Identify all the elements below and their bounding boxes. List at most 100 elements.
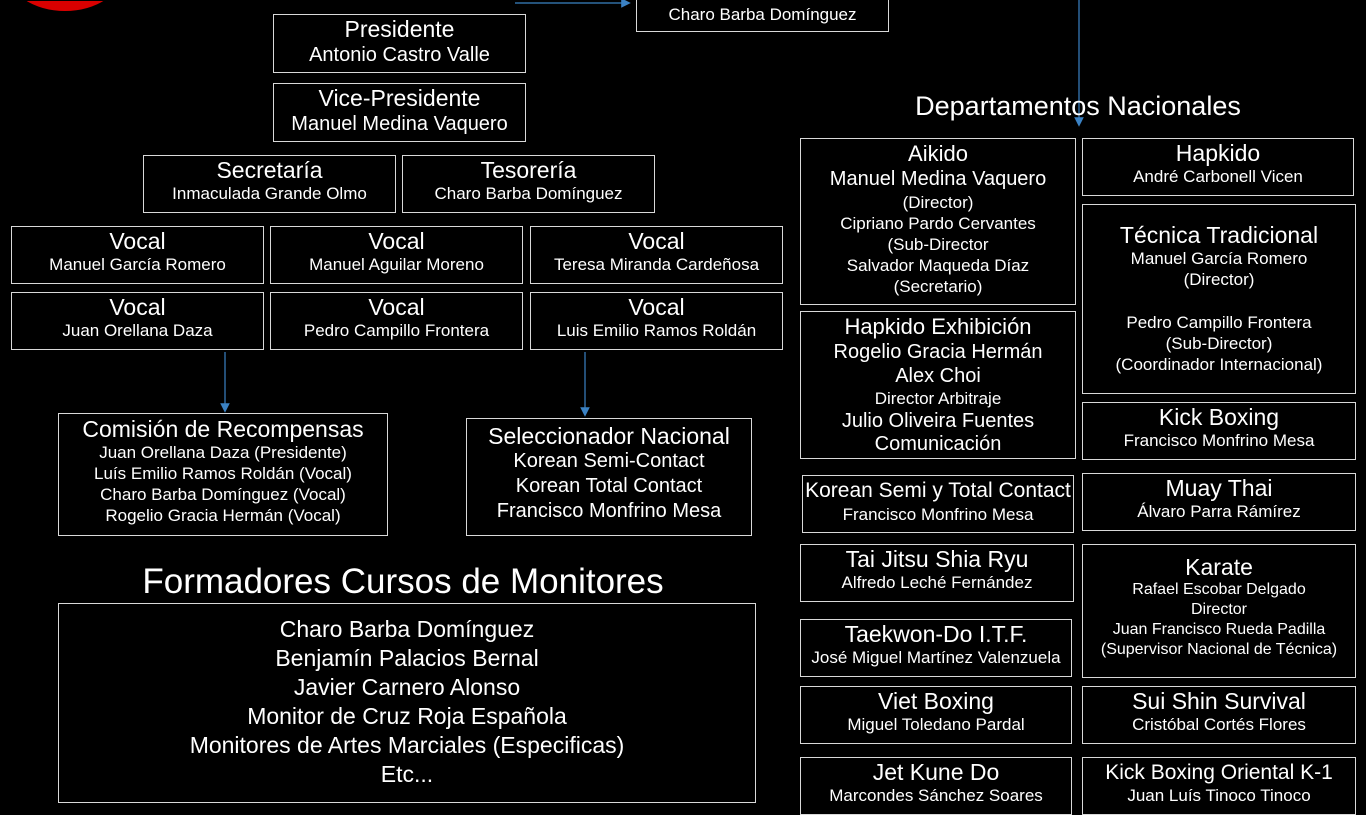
dept-line: Cipriano Pardo Cervantes [840, 214, 1036, 233]
vocal-title: Vocal [109, 228, 166, 254]
vocal-name: Manuel García Romero [49, 255, 226, 274]
dept-hapkido-box: Hapkido André Carbonell Vicen [1082, 138, 1354, 196]
seleccionador-line: Korean Total Contact [515, 475, 703, 497]
vocal-title: Vocal [368, 294, 425, 320]
comision-line: Juan Orellana Daza (Presidente) [99, 443, 347, 462]
formadores-line: Monitores de Artes Marciales (Especifica… [189, 732, 625, 758]
dept-line: Alex Choi [895, 365, 981, 387]
formadores-box: Charo Barba Domínguez Benjamín Palacios … [58, 603, 756, 803]
dept-line: Salvador Maqueda Díaz [846, 256, 1030, 275]
dept-line: (Director) [902, 193, 974, 212]
dept-name: Miguel Toledano Pardal [847, 715, 1025, 734]
dept-line: (Secretario) [893, 277, 983, 296]
dept-title: Kick Boxing Oriental K-1 [1105, 761, 1333, 784]
formadores-line: Javier Carnero Alonso [293, 674, 521, 700]
dept-line: Manuel García Romero [1130, 249, 1308, 268]
dept-tai-jitsu-box: Tai Jitsu Shia Ryu Alfredo Leché Fernánd… [800, 544, 1074, 602]
dept-line: (Supervisor Nacional de Técnica) [1100, 641, 1338, 658]
dept-hapkido-exhibicion-box: Hapkido Exhibición Rogelio Gracia Hermán… [800, 311, 1076, 459]
vocal-box: Vocal Pedro Campillo Frontera [270, 292, 523, 350]
vocal-title: Vocal [368, 228, 425, 254]
dept-name: Alfredo Leché Fernández [841, 573, 1033, 592]
dept-title: Tai Jitsu Shia Ryu [845, 546, 1029, 572]
dept-line: Juan Francisco Rueda Padilla [1112, 621, 1326, 638]
dept-title: Muay Thai [1165, 475, 1273, 501]
dept-title: Aikido [908, 141, 968, 166]
presidente-box: Presidente Antonio Castro Valle [273, 14, 526, 73]
seleccionador-line: Korean Semi-Contact [513, 450, 705, 472]
dept-taekwondo-box: Taekwon-Do I.T.F. José Miguel Martínez V… [800, 619, 1072, 677]
dept-muay-thai-box: Muay Thai Álvaro Parra Rámírez [1082, 473, 1356, 531]
dept-name: Marcondes Sánchez Soares [829, 786, 1043, 805]
dept-title: Jet Kune Do [872, 759, 1000, 785]
tesoreria-name: Charo Barba Domínguez [434, 184, 623, 203]
dept-line: (Director) [1183, 270, 1255, 289]
vocal-box: Vocal Manuel García Romero [11, 226, 264, 284]
dept-line: Manuel Medina Vaquero [829, 168, 1047, 190]
dept-title: Karate [1185, 554, 1253, 580]
dept-line: (Sub-Director [887, 235, 989, 254]
dept-name: Cristóbal Cortés Flores [1132, 715, 1306, 734]
comision-line: Charo Barba Domínguez (Vocal) [100, 485, 346, 504]
seleccionador-box: Seleccionador Nacional Korean Semi-Conta… [466, 418, 752, 536]
dept-line: Comunicación [874, 433, 1002, 455]
dept-name: André Carbonell Vicen [1133, 167, 1303, 186]
comision-line: Rogelio Gracia Hermán (Vocal) [105, 506, 341, 525]
vocal-name: Pedro Campillo Frontera [303, 321, 490, 340]
dept-sui-shin-box: Sui Shin Survival Cristóbal Cortés Flore… [1082, 686, 1356, 744]
comision-line: Luís Emilio Ramos Roldán (Vocal) [94, 464, 352, 483]
top-box-name: Charo Barba Domínguez [668, 5, 857, 24]
dept-karate-box: Karate Rafael Escobar Delgado Director J… [1082, 544, 1356, 678]
dept-title: Hapkido Exhibición [844, 314, 1032, 339]
dept-title: Sui Shin Survival [1132, 688, 1306, 714]
comision-box: Comisión de Recompensas Juan Orellana Da… [58, 413, 388, 536]
dept-line: Julio Oliveira Fuentes [841, 410, 1035, 432]
dept-kick-boxing-oriental-box: Kick Boxing Oriental K-1 Juan Luís Tinoc… [1082, 757, 1356, 815]
dept-title: Viet Boxing [878, 688, 994, 714]
dept-jet-kune-do-box: Jet Kune Do Marcondes Sánchez Soares [800, 757, 1072, 815]
dept-name: Juan Luís Tinoco Tinoco [1127, 786, 1311, 805]
dept-name: Francisco Monfrino Mesa [842, 505, 1034, 524]
vocal-name: Juan Orellana Daza [62, 321, 213, 340]
formadores-line: Etc... [380, 761, 434, 787]
dept-line: (Sub-Director) [1165, 334, 1273, 353]
dept-line: Rogelio Gracia Hermán [833, 341, 1043, 363]
vocal-name: Teresa Miranda Cardeñosa [553, 255, 760, 274]
vicepresidente-title: Vice-Presidente [318, 85, 481, 111]
vocal-box: Vocal Teresa Miranda Cardeñosa [530, 226, 783, 284]
dept-title: Kick Boxing [1158, 404, 1280, 430]
vocal-title: Vocal [628, 228, 685, 254]
presidente-title: Presidente [344, 16, 455, 42]
dept-kick-boxing-box: Kick Boxing Francisco Monfrino Mesa [1082, 402, 1356, 460]
dept-line: Director Arbitraje [874, 389, 1002, 408]
secretaria-name: Inmaculada Grande Olmo [172, 184, 367, 203]
secretaria-box: Secretaría Inmaculada Grande Olmo [143, 155, 396, 213]
federation-logo [0, 0, 130, 12]
vocal-box: Vocal Luis Emilio Ramos Roldán [530, 292, 783, 350]
dept-title: Korean Semi y Total Contact [805, 479, 1071, 502]
presidente-name: Antonio Castro Valle [309, 44, 490, 66]
formadores-line: Monitor de Cruz Roja Española [247, 703, 567, 729]
dept-name: Álvaro Parra Rámírez [1137, 502, 1301, 521]
vicepresidente-name: Manuel Medina Vaquero [291, 113, 508, 135]
tesoreria-box: Tesorería Charo Barba Domínguez [402, 155, 655, 213]
comision-title: Comisión de Recompensas [82, 416, 364, 442]
dept-viet-boxing-box: Viet Boxing Miguel Toledano Pardal [800, 686, 1072, 744]
vocal-box: Vocal Manuel Aguilar Moreno [270, 226, 523, 284]
dept-korean-box: Korean Semi y Total Contact Francisco Mo… [802, 475, 1074, 533]
dept-line: Director [1190, 601, 1247, 618]
dept-line: (Coordinador Internacional) [1115, 355, 1323, 374]
secretaria-title: Secretaría [216, 157, 323, 183]
formadores-line: Charo Barba Domínguez [279, 616, 535, 642]
dept-title: Técnica Tradicional [1119, 222, 1319, 248]
dept-aikido-box: Aikido Manuel Medina Vaquero (Director) … [800, 138, 1076, 305]
formadores-line: Benjamín Palacios Bernal [275, 645, 539, 671]
dept-line: Rafael Escobar Delgado [1132, 581, 1306, 598]
departamentos-heading: Departamentos Nacionales [915, 91, 1241, 121]
formadores-heading: Formadores Cursos de Monitores [142, 562, 664, 601]
vocal-name: Luis Emilio Ramos Roldán [556, 321, 757, 340]
vocal-name: Manuel Aguilar Moreno [309, 255, 484, 274]
vocal-title: Vocal [628, 294, 685, 320]
seleccionador-title: Seleccionador Nacional [488, 423, 730, 449]
dept-tecnica-tradicional-box: Técnica Tradicional Manuel García Romero… [1082, 204, 1356, 394]
